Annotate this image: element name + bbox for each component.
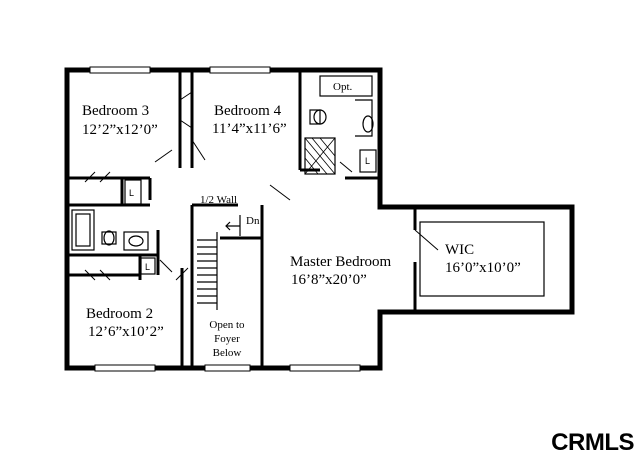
linen-label-2: L bbox=[145, 262, 150, 272]
open-foyer-line1: Open to bbox=[209, 319, 245, 331]
opt-label: Opt. bbox=[333, 81, 353, 93]
interior-walls bbox=[67, 70, 417, 368]
watermark-logo: CRMLS bbox=[551, 429, 634, 456]
wic-dims: 16’0”x10’0” bbox=[445, 260, 521, 276]
bedroom2-dims: 12’6”x10’2” bbox=[88, 324, 164, 340]
windows bbox=[89, 66, 361, 372]
bedroom4-dims: 11’4”x11’6” bbox=[212, 121, 287, 137]
master-name: Master Bedroom bbox=[290, 254, 392, 270]
outer-walls bbox=[64, 67, 575, 371]
fixtures bbox=[71, 75, 545, 310]
half-wall-label: 1/2 Wall bbox=[200, 194, 237, 206]
open-foyer-line3: Below bbox=[213, 347, 242, 359]
master-dims: 16’8”x20’0” bbox=[291, 272, 367, 288]
bedroom2-name: Bedroom 2 bbox=[86, 306, 153, 322]
wic-name: WIC bbox=[445, 242, 474, 258]
door-swings bbox=[84, 91, 439, 281]
linen-label-1: L bbox=[129, 188, 134, 198]
open-foyer-line2: Foyer bbox=[214, 333, 240, 345]
linen-label-3: L bbox=[365, 156, 370, 166]
bedroom3-name: Bedroom 3 bbox=[82, 103, 149, 119]
down-label: Dn bbox=[246, 215, 260, 227]
bedroom4-name: Bedroom 4 bbox=[214, 103, 282, 119]
bedroom3-dims: 12’2”x12’0” bbox=[82, 122, 158, 138]
